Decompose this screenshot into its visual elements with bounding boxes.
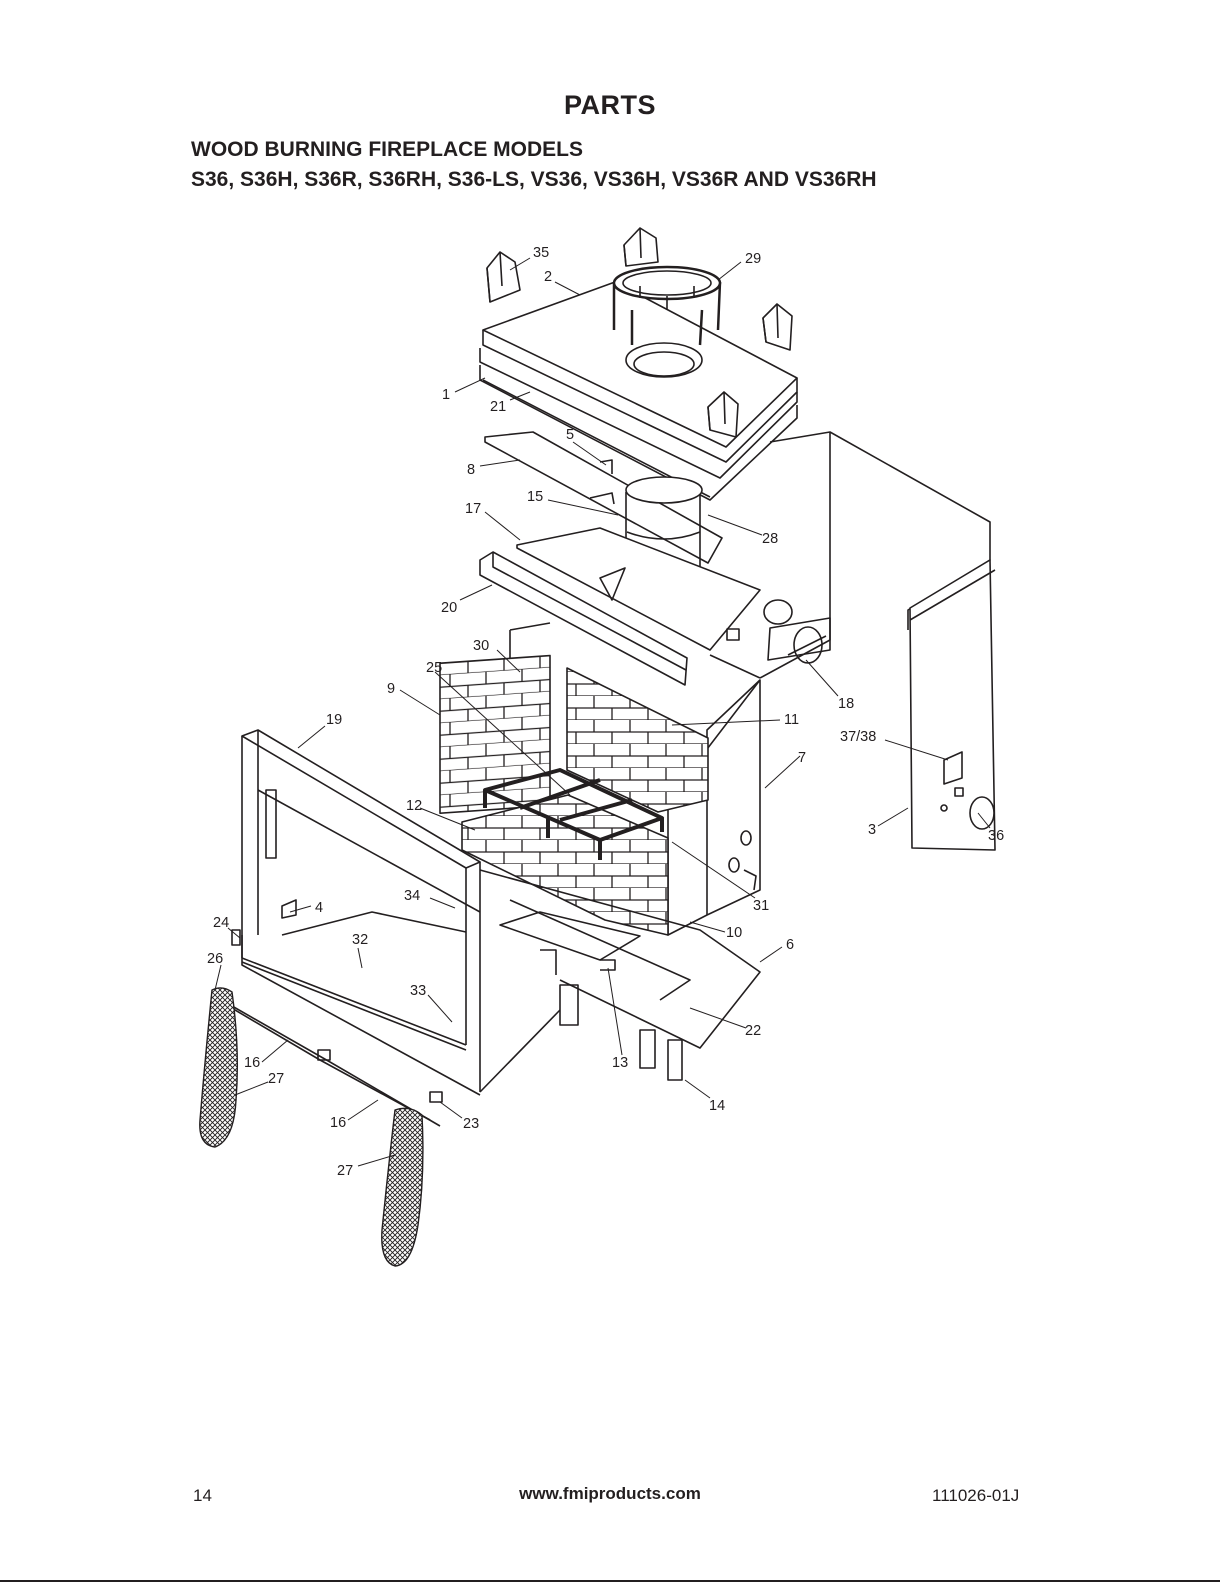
callout-34: 34 <box>404 888 420 904</box>
callout-21: 21 <box>490 399 506 415</box>
refractory-back-right <box>567 668 708 812</box>
top-plate <box>480 282 797 500</box>
callout-11: 11 <box>784 712 799 728</box>
website-link[interactable]: www.fmiproducts.com <box>0 1484 1220 1504</box>
callout-15: 15 <box>527 489 543 505</box>
callout-7: 7 <box>798 750 806 766</box>
callout-30: 30 <box>473 638 489 654</box>
callout-37-38: 37/38 <box>840 729 876 745</box>
callout-20: 20 <box>441 600 457 616</box>
callout-19: 19 <box>326 712 342 728</box>
callout-36: 36 <box>988 828 1004 844</box>
callout-28: 28 <box>762 531 778 547</box>
callout-27-lower: 27 <box>337 1163 353 1179</box>
callout-29: 29 <box>745 251 761 267</box>
callout-9: 9 <box>387 681 395 697</box>
callout-33: 33 <box>410 983 426 999</box>
callout-17: 17 <box>465 501 481 517</box>
side-panel <box>910 560 995 850</box>
callout-24: 24 <box>213 915 229 931</box>
callout-3: 3 <box>868 822 876 838</box>
callout-23: 23 <box>463 1116 479 1132</box>
callout-10: 10 <box>726 925 742 941</box>
callout-14: 14 <box>709 1098 725 1114</box>
callout-31: 31 <box>753 898 769 914</box>
callout-12: 12 <box>406 798 422 814</box>
callout-13: 13 <box>612 1055 628 1071</box>
callout-16-upper: 16 <box>244 1055 260 1071</box>
callout-2: 2 <box>544 269 552 285</box>
callout-27-upper: 27 <box>268 1071 284 1087</box>
mesh-curtains <box>200 988 423 1266</box>
callout-4: 4 <box>315 900 323 916</box>
callout-25: 25 <box>426 660 442 676</box>
callout-32: 32 <box>352 932 368 948</box>
callout-1: 1 <box>442 387 450 403</box>
callout-22: 22 <box>745 1023 761 1039</box>
callout-8: 8 <box>467 462 475 478</box>
firebox-side-wall <box>668 680 760 935</box>
bottom-divider <box>0 1580 1220 1582</box>
callout-16-lower: 16 <box>330 1115 346 1131</box>
refractory-back-left <box>440 623 550 813</box>
hearth-floor <box>462 795 668 935</box>
callout-26: 26 <box>207 951 223 967</box>
callout-5: 5 <box>566 427 574 443</box>
callout-35: 35 <box>533 245 549 261</box>
callout-18: 18 <box>838 696 854 712</box>
document-number: 111026-01J <box>932 1486 1019 1506</box>
callout-6: 6 <box>786 937 794 953</box>
